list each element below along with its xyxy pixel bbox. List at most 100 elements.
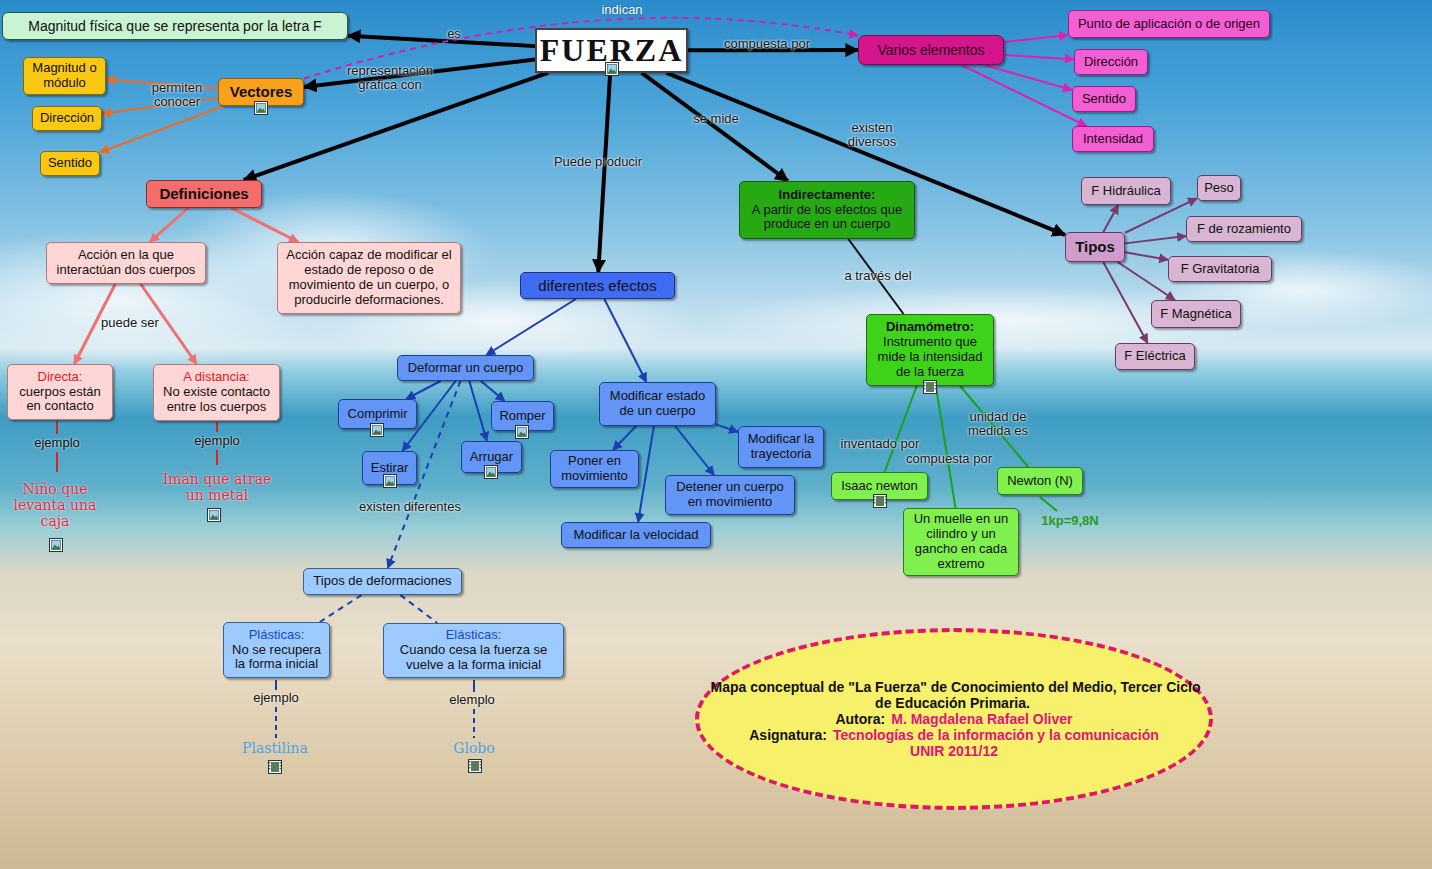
node-text: Asignatura: xyxy=(749,727,827,743)
connector xyxy=(962,65,1087,126)
image-icon xyxy=(516,426,529,439)
connector xyxy=(100,106,224,152)
concept-box: F Eléctrica xyxy=(1115,343,1195,370)
node-text: Sentido xyxy=(1082,92,1126,107)
connector xyxy=(320,595,362,622)
concept-box: F de rozamiento xyxy=(1186,216,1302,242)
edge-label: es xyxy=(434,27,474,41)
node-text: F Magnética xyxy=(1160,307,1232,322)
edge-label: compuesta por xyxy=(904,452,994,466)
film-icon xyxy=(924,381,937,394)
free-label: Plastilina xyxy=(230,740,320,756)
node-text: No se recupera la forma inicial xyxy=(227,643,326,673)
node-text: Vectores xyxy=(230,83,293,100)
connector xyxy=(675,426,714,475)
connector xyxy=(348,36,535,46)
concept-box: Un muelle en un cilindro y un gancho en … xyxy=(903,508,1019,576)
node-text: Magnitud física que se representa por la… xyxy=(28,18,321,34)
connector xyxy=(1118,262,1175,300)
node-text: Autora: xyxy=(835,711,885,727)
node-text: F Eléctrica xyxy=(1124,349,1185,364)
edge-label: Puede producir xyxy=(538,155,658,169)
node-text: UNIR 2011/12 xyxy=(910,743,998,759)
connector xyxy=(936,386,956,508)
image-icon xyxy=(371,424,384,437)
connector xyxy=(638,426,654,522)
connector xyxy=(1103,262,1147,343)
leader-line xyxy=(275,707,277,738)
concept-box: Modificar la velocidad xyxy=(561,522,711,548)
node-text: No existe contacto entre los cuerpos xyxy=(157,385,276,415)
concept-box: Elásticas:Cuando cesa la fuerza se vuelv… xyxy=(383,623,564,678)
free-label: ejemplo xyxy=(236,691,316,706)
caption-line: Autora:M. Magdalena Rafael Oliver xyxy=(832,711,1075,727)
image-icon xyxy=(384,475,397,488)
node-text: Estirar xyxy=(371,461,409,476)
concept-box: Estirar xyxy=(362,451,417,485)
concept-box: Dirección xyxy=(32,106,102,131)
free-label: Globo xyxy=(434,740,514,756)
connector xyxy=(642,73,788,181)
connector xyxy=(598,73,610,272)
concept-box: F Hidráulica xyxy=(1081,177,1171,205)
concept-box: Acción en la que interactúan dos cuerpos xyxy=(46,242,206,284)
node-text: Magnitud o módulo xyxy=(27,61,102,91)
film-icon xyxy=(469,760,482,773)
concept-box: Detener un cuerpo en movimiento xyxy=(665,475,795,515)
node-text: Un muelle en un cilindro y un gancho en … xyxy=(907,512,1015,572)
edge-label: a través del xyxy=(828,269,928,283)
connector xyxy=(984,65,1072,90)
concept-box: Sentido xyxy=(1072,86,1136,112)
concept-box: Directa:cuerpos están en contacto xyxy=(7,364,113,420)
concept-box: Modificar estado de un cuerpo xyxy=(599,382,716,426)
concept-box: Varios elementos xyxy=(858,35,1004,65)
node-text: Newton (N) xyxy=(1007,474,1073,489)
edge-label: representación gráfica con xyxy=(330,64,450,93)
film-icon xyxy=(874,495,887,508)
caption-line: UNIR 2011/12 xyxy=(907,743,1001,759)
node-text: Definiciones xyxy=(159,185,248,202)
connector xyxy=(150,208,188,242)
image-icon xyxy=(606,63,619,76)
edge-label: permiten conocer xyxy=(137,81,217,110)
image-icon xyxy=(485,466,498,479)
node-text: Acción capaz de modificar el estado de r… xyxy=(281,248,457,308)
node-text: Modificar la velocidad xyxy=(573,528,698,543)
free-label: Niño que levanta una caja xyxy=(8,481,103,529)
concept-box: Sentido xyxy=(40,151,100,176)
leader-line xyxy=(473,709,475,738)
node-text: Deformar un cuerpo xyxy=(408,361,524,376)
connector xyxy=(469,381,487,441)
connector xyxy=(400,595,437,623)
node-text: Dinamómetro: xyxy=(886,320,974,335)
cloud xyxy=(170,190,490,310)
edge-label: indican xyxy=(587,3,657,17)
concept-box: Plásticas:No se recupera la forma inicia… xyxy=(223,622,330,678)
concept-box: F Magnética xyxy=(1151,300,1241,328)
connector xyxy=(232,208,299,242)
node-text: Dirección xyxy=(1084,55,1138,70)
node-text: Mapa conceptual de "La Fuerza" de Conoci… xyxy=(711,679,1201,711)
leader-line xyxy=(56,421,58,434)
concept-box: Poner en movimiento xyxy=(550,450,639,488)
concept-box: Intensidad xyxy=(1072,126,1154,152)
cloud xyxy=(1140,250,1432,330)
concept-box: Modificar la trayectoria xyxy=(738,426,824,468)
edge-label: existen diferentes xyxy=(345,500,475,514)
caption-line: Mapa conceptual de "La Fuerza" de Conoci… xyxy=(702,679,1206,711)
node-text: Peso xyxy=(1204,181,1234,196)
node-text: Tipos xyxy=(1075,238,1115,255)
node-text: A partir de los efectos que produce en u… xyxy=(743,203,911,233)
connector xyxy=(481,381,505,401)
node-text: Intensidad xyxy=(1083,132,1143,147)
concept-box: Indirectamente:A partir de los efectos q… xyxy=(739,181,915,239)
node-text: Poner en movimiento xyxy=(554,454,635,484)
free-label: ejemplo xyxy=(177,434,257,449)
image-icon xyxy=(50,539,63,552)
connector xyxy=(1103,205,1118,232)
film-icon xyxy=(269,761,282,774)
node-text: Romper xyxy=(499,409,545,424)
edge-label: puede ser xyxy=(90,316,170,330)
concept-box: Romper xyxy=(491,401,554,431)
node-text: F Gravitatoria xyxy=(1181,262,1260,277)
